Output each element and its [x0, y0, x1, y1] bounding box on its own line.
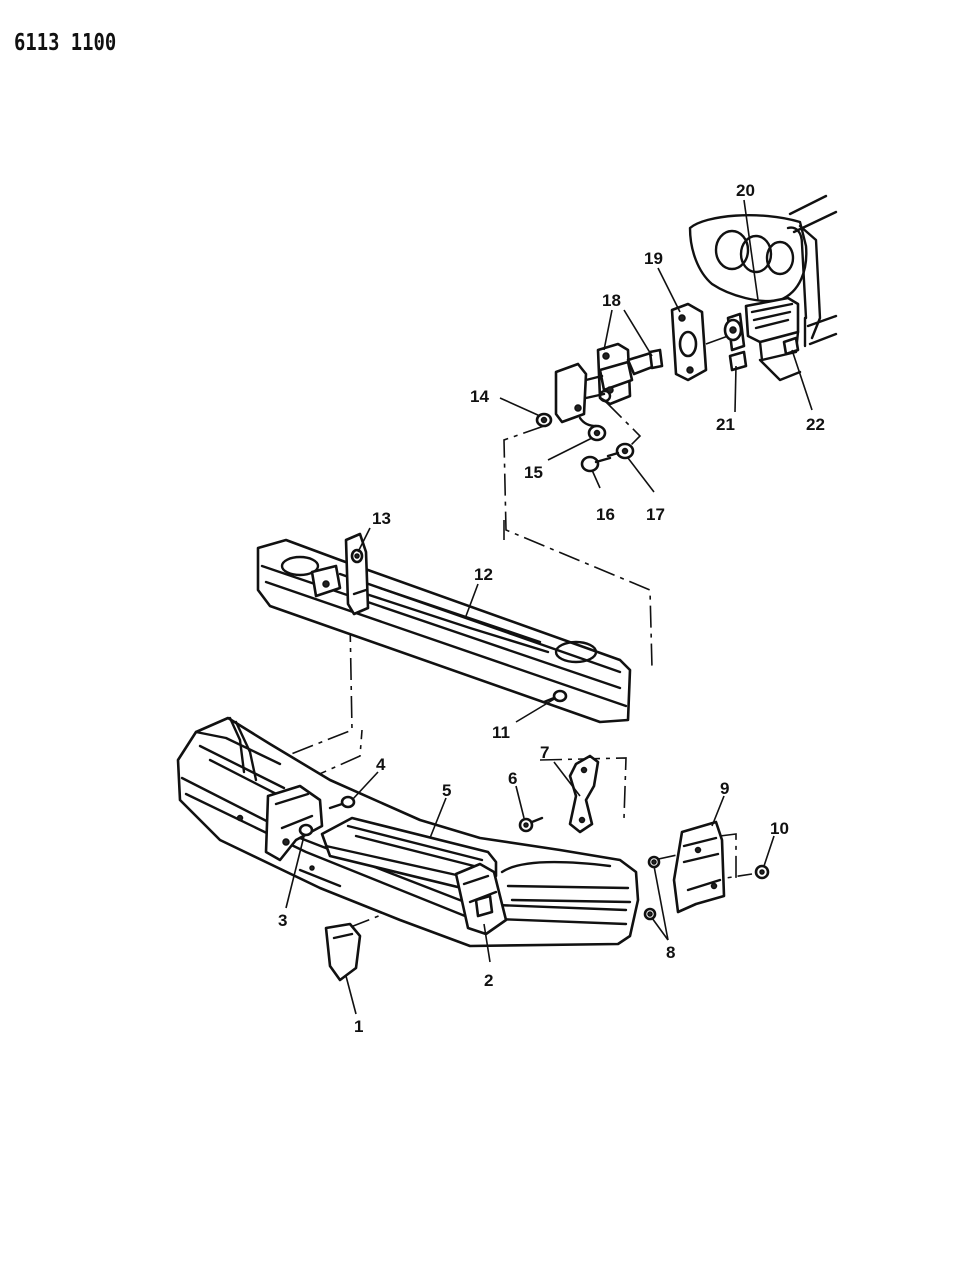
callout-15: 15 [524, 463, 543, 482]
center-bracket-2 [454, 862, 508, 936]
end-bracket-left [264, 784, 356, 862]
end-cap-1 [324, 922, 362, 982]
callout-6: 6 [508, 769, 517, 788]
bolt-11 [542, 689, 568, 704]
fastener-group-14-17 [535, 412, 635, 473]
callout-19: 19 [644, 249, 663, 268]
callout-1: 1 [354, 1017, 363, 1036]
callout-numbers: 1 2 3 4 5 6 7 8 9 10 11 12 13 14 15 16 1… [278, 181, 825, 1036]
beam-bracket-13 [344, 532, 370, 616]
bracket-plate-19 [670, 302, 729, 382]
callout-leaders [285, 199, 813, 1015]
callout-22: 22 [806, 415, 825, 434]
callout-21: 21 [716, 415, 735, 434]
center-pad-5 [320, 816, 498, 892]
callout-18: 18 [602, 291, 621, 310]
callout-2: 2 [484, 971, 493, 990]
callout-16: 16 [596, 505, 615, 524]
diagram-code: 6113 1100 [14, 30, 117, 56]
mounting-bracket-20 [723, 296, 802, 382]
energy-absorber-18 [554, 342, 664, 447]
callout-14: 14 [470, 387, 489, 406]
callout-10: 10 [770, 819, 789, 838]
end-bracket-9 [672, 820, 726, 914]
side-bracket-7 [568, 754, 600, 834]
callout-5: 5 [442, 781, 451, 800]
nut-10 [754, 864, 770, 880]
callout-8: 8 [666, 943, 675, 962]
callout-12: 12 [474, 565, 493, 584]
callout-3: 3 [278, 911, 287, 930]
callout-11: 11 [492, 723, 510, 742]
callout-13: 13 [372, 509, 391, 528]
callout-17: 17 [646, 505, 665, 524]
nuts-8 [643, 855, 661, 921]
vehicle-body-section [688, 194, 838, 348]
callout-4: 4 [376, 755, 386, 774]
callout-20: 20 [736, 181, 755, 200]
bolt-6 [518, 816, 544, 833]
callout-9: 9 [720, 779, 729, 798]
callout-7: 7 [540, 743, 549, 762]
bumper-reinforcement-12 [256, 538, 632, 724]
